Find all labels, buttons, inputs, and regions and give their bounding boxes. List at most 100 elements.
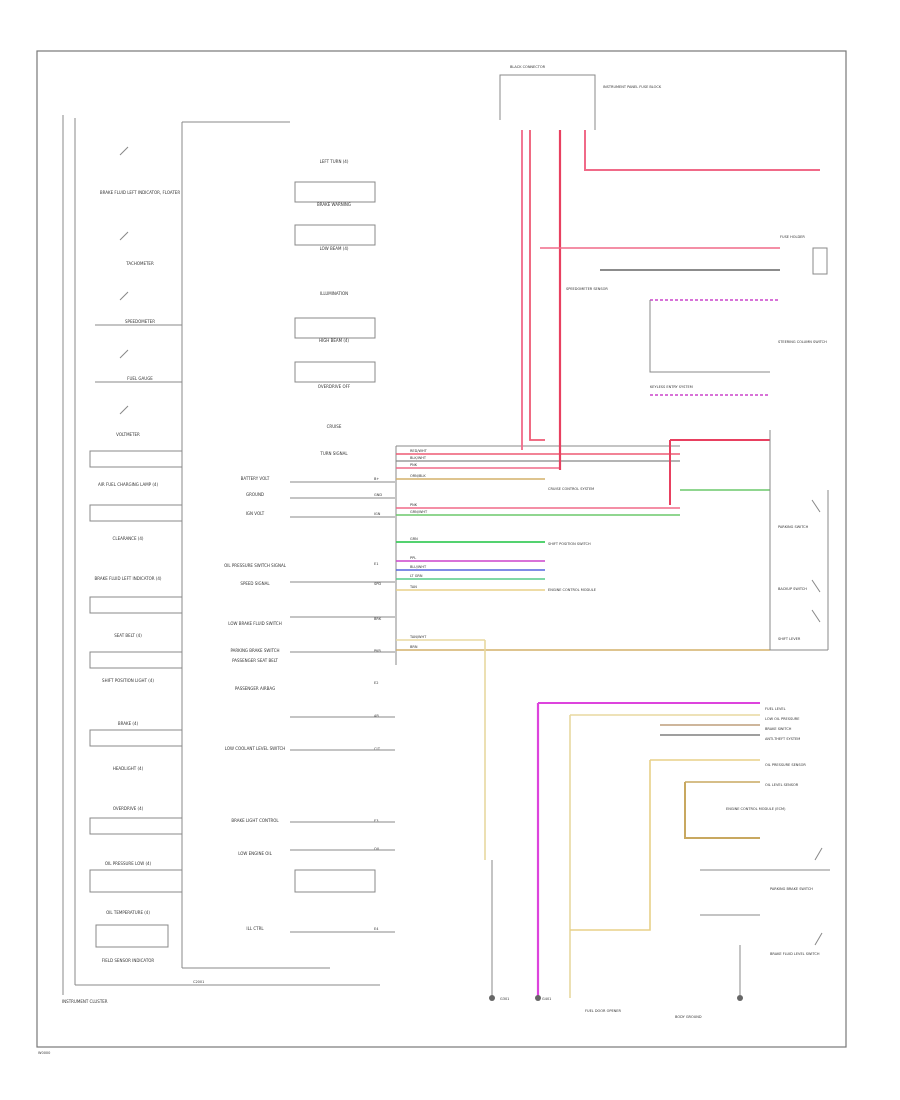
right-label: BLACK CONNECTOR [510,65,546,69]
right-label: BODY GROUND [675,1015,702,1019]
lamp-label: OVERDRIVE OFF [318,384,351,389]
wire-label: BRN [410,645,418,649]
indicator-label: HEADLIGHT (4) [113,766,144,771]
footer-code: W0000 [38,1051,50,1055]
indicator-label: AIR FUEL CHARGING LAMP (4) [98,482,158,487]
lamp-label: LOW BEAM (4) [320,246,349,251]
terminal-label: PASSENGER AIRBAG [235,686,275,691]
lamp-label: ILLUMINATION [320,291,348,296]
terminal-label: PARKING BRAKE SWITCH [230,648,279,653]
indicator-label: BRAKE (4) [118,721,139,726]
terminal-label: PASSENGER SEAT BELT [232,658,278,663]
indicator-label: CLEARANCE (4) [113,536,144,541]
terminal-pin: E4 [374,927,379,931]
right-label: STEERING COLUMN SWITCH [778,340,827,344]
indicator-label: OIL TEMPERATURE (4) [106,910,150,915]
right-label: SHIFT LEVER [778,637,801,641]
terminal-pin: GND [374,493,382,497]
terminal-pin: SPD [374,582,381,586]
wire-label: GRN [410,537,418,541]
indicator-column: BRAKE FLUID LEFT INDICATOR, FLOATER TACH… [89,146,183,963]
right-label: SPEEDOMETER SENSOR [566,287,608,291]
right-switches [769,430,829,651]
terminal-list: BATTERY VOLT GROUND IGN VOLT OIL PRESSUR… [224,476,382,931]
bottom-label: G301 [500,997,509,1001]
cluster-bottom-code: C2001 [193,980,204,984]
diagram-border [36,50,847,1048]
wire-label: GRN/WHT [410,510,428,514]
wire-label: PNK [410,503,418,507]
wire-label: TAN [409,585,417,589]
terminal-pin: IGN [374,512,381,516]
terminal-pin: BRK [374,617,382,621]
terminal-pin: AB [374,714,379,718]
terminal-pin: B+ [374,477,379,481]
terminal-label: LOW COOLANT LEVEL SWITCH [225,746,286,751]
lamp-label: LEFT TURN (4) [320,159,349,164]
instrument-cluster: C2001 INSTRUMENT CLUSTER [62,115,380,1004]
indicator-label: OVERDRIVE (4) [113,806,144,811]
terminal-pin: E2 [374,681,378,685]
right-label: PARKING SWITCH [778,525,809,529]
terminal-pin: PKB [374,649,381,653]
indicator-label: VOLTMETER [116,432,140,437]
terminal-label: OIL PRESSURE SWITCH SIGNAL [224,563,287,568]
terminal-label: LOW BRAKE FLUID SWITCH [228,621,281,626]
right-label: ANTI-THEFT SYSTEM [765,737,800,741]
indicator-label: SPEEDOMETER [125,319,155,324]
right-label: OIL PRESSURE SENSOR [765,763,806,767]
indicator-label: BRAKE FLUID LEFT INDICATOR (4) [95,576,162,581]
cluster-leads [290,481,395,933]
right-label: BACKUP SWITCH [778,587,807,591]
indicator-label: FUEL GAUGE [127,376,153,381]
indicator-label: FIELD SENSOR INDICATOR [102,958,155,963]
wire-harness [396,453,770,651]
right-label: SHIFT POSITION SWITCH [548,542,591,546]
bottom-labels: FUEL DOOR OPENER G301 G401 [500,997,622,1013]
right-label: BRAKE SWITCH [765,727,792,731]
wire-label: PNK [410,463,418,467]
right-label: LOW OIL PRESSURE [765,717,799,721]
right-label: BRAKE FLUID LEVEL SWITCH [770,952,820,956]
wire-label: ORN/BLK [410,474,426,478]
terminal-pin: E1 [374,562,378,566]
indicator-label: OIL PRESSURE LOW (4) [105,861,152,866]
lamp-label: BRAKE WARNING [317,202,351,207]
terminal-label: BATTERY VOLT [241,476,270,481]
right-label: FUEL LEVEL [765,707,786,711]
right-label: ENGINE CONTROL MODULE [548,588,596,592]
terminal-label: SPEED SIGNAL [240,581,270,586]
terminal-label: ILL CTRL [246,926,264,931]
terminal-pin: CLT [374,747,381,751]
indicator-label: BRAKE FLUID LEFT INDICATOR, FLOATER [100,190,180,195]
wire-labels: RED/WHT BLK/WHT PNK ORN/BLK PNK GRN/WHT … [409,449,428,649]
terminal-label: IGN VOLT [246,511,265,516]
bottom-label: G401 [542,997,551,1001]
lamp-label: CRUISE [327,424,342,429]
terminal-label: GROUND [246,492,264,497]
terminal-label: LOW ENGINE OIL [238,851,272,856]
connector-block [395,445,680,665]
wire-label: PPL [410,556,416,560]
bottom-label: FUEL DOOR OPENER [585,1009,622,1013]
lower-harness [484,640,830,998]
terminal-pin: OIL [374,847,380,851]
cluster-label: INSTRUMENT CLUSTER [62,999,108,1004]
indicator-label: SHIFT POSITION LIGHT (4) [102,678,154,683]
fuse-block [499,74,828,505]
right-label: PARKING BRAKE SWITCH [770,887,813,891]
wire-label: LT GRN [410,574,423,578]
wire-label: BLK/WHT [410,456,427,460]
cluster-lamps: LEFT TURN (4) BRAKE WARNING LOW BEAM (4)… [294,159,376,893]
terminal-label: BRAKE LIGHT CONTROL [231,818,279,823]
right-label: FUSE HOLDER [780,235,805,239]
lamp-label: TURN SIGNAL [319,451,348,456]
lamp-label: HIGH BEAM (4) [319,338,349,343]
indicator-label: SEAT BELT (4) [114,633,142,638]
terminal-pin: E3 [374,819,378,823]
right-label-group: INSTRUMENT PANEL FUSE BLOCK BLACK CONNEC… [510,65,827,1019]
indicator-label: TACHOMETER [125,261,154,266]
ground-symbols [489,995,743,1001]
right-label: KEYLESS ENTRY SYSTEM [650,385,693,389]
